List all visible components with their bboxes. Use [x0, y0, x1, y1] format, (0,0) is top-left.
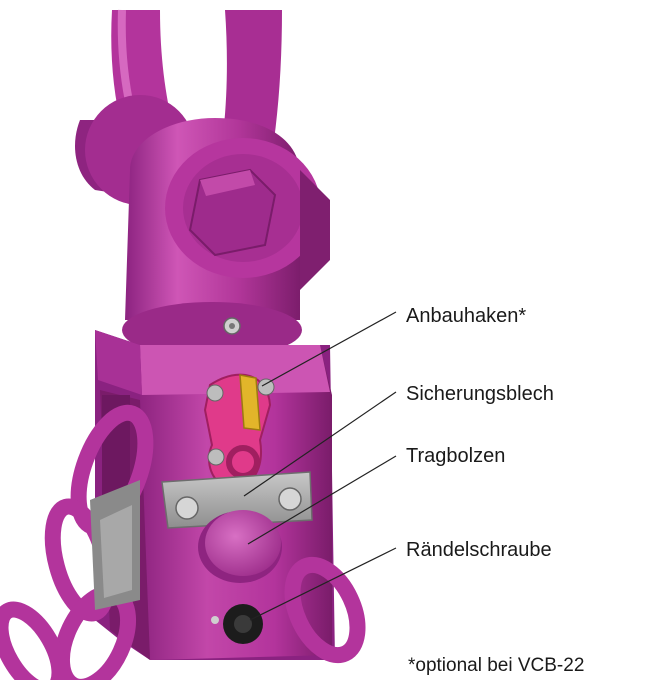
- footnote: *optional bei VCB-22: [408, 656, 584, 675]
- label-sicherungsblech: Sicherungsblech: [406, 384, 554, 404]
- side-clamp: [90, 480, 140, 610]
- swivel-head: [75, 95, 330, 358]
- label-anbauhaken: Anbauhaken*: [406, 306, 526, 326]
- label-tragbolzen: Tragbolzen: [406, 446, 505, 466]
- label-raendelschraube: Rändelschraube: [406, 540, 552, 560]
